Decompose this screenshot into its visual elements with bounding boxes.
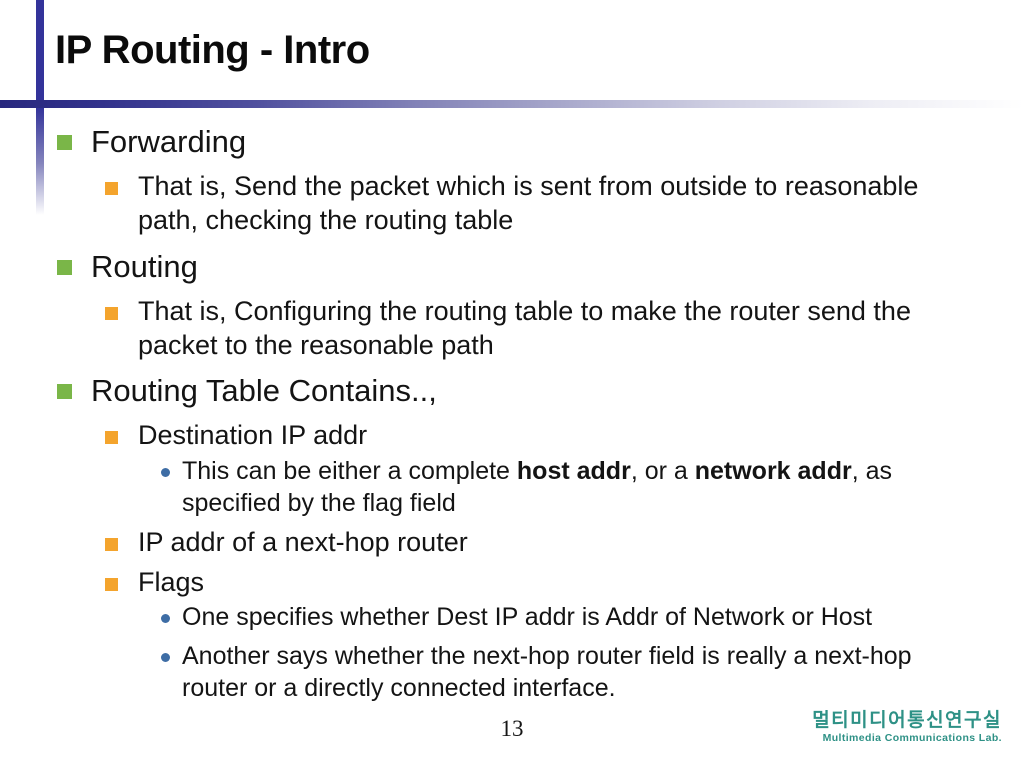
bullet-text: One specifies whether Dest IP addr is Ad… — [182, 603, 873, 631]
orange-square-bullet-icon — [105, 578, 118, 591]
bullet-text: IP addr of a next-hop router — [138, 527, 468, 557]
title-divider-rule — [0, 100, 1024, 108]
blue-dot-bullet-icon — [161, 614, 170, 623]
bullet-text: Routing — [91, 249, 198, 284]
green-square-bullet-icon — [57, 384, 72, 399]
bullet-text: Destination IP addr — [138, 420, 368, 450]
bullet-item: One specifies whether Dest IP addr is Ad… — [0, 601, 1024, 633]
bullet-text: Forwarding — [91, 124, 247, 159]
orange-square-bullet-icon — [105, 538, 118, 551]
bullet-item: Forwarding — [0, 123, 1024, 160]
lab-logo-korean-text: 멀티미디어통신연구실 — [812, 710, 1002, 731]
green-square-bullet-icon — [57, 135, 72, 150]
bullet-item: Another says whether the next-hop router… — [0, 640, 1024, 704]
bullet-item: That is, Configuring the routing table t… — [0, 294, 1024, 362]
bullet-text: Routing Table Contains.., — [91, 373, 437, 408]
lab-logo: 멀티미디어통신연구실 Multimedia Communications Lab… — [812, 709, 1002, 744]
bullet-item: Routing Table Contains.., — [0, 372, 1024, 409]
orange-square-bullet-icon — [105, 307, 118, 320]
bullet-item: IP addr of a next-hop router — [0, 525, 1024, 559]
orange-square-bullet-icon — [105, 431, 118, 444]
lab-logo-english-text: Multimedia Communications Lab. — [822, 732, 1002, 744]
bullet-item: Destination IP addr — [0, 418, 1024, 452]
bullet-text: Flags — [138, 567, 205, 597]
green-square-bullet-icon — [57, 260, 72, 275]
page-number: 13 — [500, 716, 524, 741]
bullet-text: That is, Send the packet which is sent f… — [138, 171, 919, 235]
blue-dot-bullet-icon — [161, 468, 170, 477]
bullet-item: Routing — [0, 248, 1024, 285]
bullet-text: Another says whether the next-hop router… — [182, 642, 912, 702]
orange-square-bullet-icon — [105, 182, 118, 195]
bullet-item: Flags — [0, 565, 1024, 599]
blue-dot-bullet-icon — [161, 653, 170, 662]
bullet-text: This can be either a complete host addr,… — [182, 457, 893, 517]
slide-title: IP Routing - Intro — [55, 28, 370, 72]
bullet-item: That is, Send the packet which is sent f… — [0, 169, 1024, 237]
bullet-item: This can be either a complete host addr,… — [0, 455, 1024, 519]
bullet-text: That is, Configuring the routing table t… — [138, 296, 911, 360]
